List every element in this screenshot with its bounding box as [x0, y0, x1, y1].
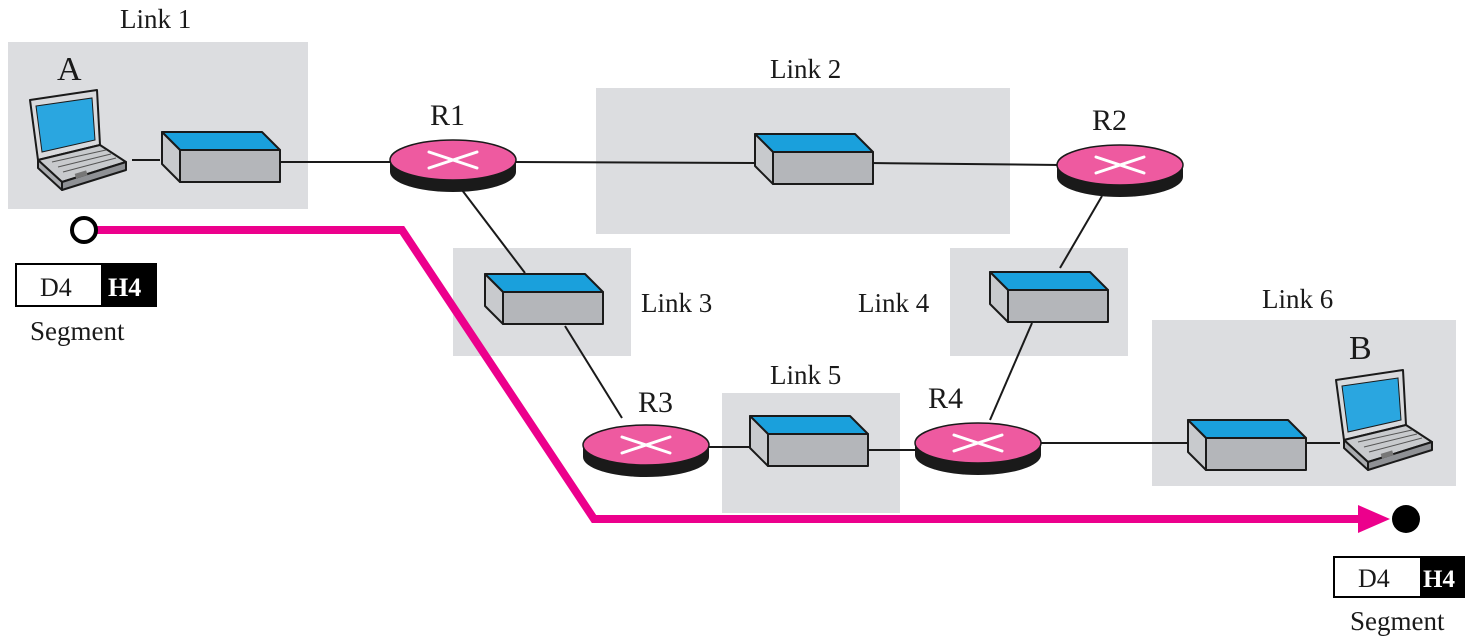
- link-6-label: Link 6: [1262, 284, 1333, 314]
- destination-endpoint: [1392, 505, 1420, 533]
- router-r1-label: R1: [430, 99, 465, 132]
- source-segment: D4 H4 Segment: [15, 263, 157, 346]
- host-a-label: A: [57, 51, 82, 88]
- link-2-label: Link 2: [770, 54, 841, 84]
- link-1-label: Link 1: [120, 4, 191, 34]
- link-6-switch-icon: [1187, 419, 1307, 471]
- link-2-switch-icon: [754, 133, 874, 185]
- path-arrowhead: [1358, 505, 1390, 533]
- router-r3-label: R3: [638, 386, 673, 419]
- source-segment-data: D4: [40, 273, 72, 302]
- router-r1-icon: [388, 138, 518, 194]
- host-b-label: B: [1349, 330, 1372, 367]
- source-segment-header: H4: [108, 273, 141, 302]
- router-r2-icon: [1055, 143, 1185, 199]
- destination-segment-caption: Segment: [1350, 606, 1445, 636]
- source-endpoint: [70, 216, 98, 244]
- link-4-switch-icon: [989, 271, 1109, 323]
- router-r3-icon: [581, 423, 711, 479]
- destination-segment-data: D4: [1358, 564, 1390, 593]
- destination-segment: D4 H4 Segment: [1333, 556, 1465, 636]
- link-5-label: Link 5: [770, 360, 841, 390]
- link-5-switch-icon: [749, 415, 869, 467]
- segment-path: [96, 226, 1362, 523]
- destination-segment-header: H4: [1423, 566, 1455, 593]
- link-1-switch-icon: [161, 131, 281, 183]
- router-r4-label: R4: [928, 382, 963, 415]
- link-3-label: Link 3: [641, 288, 712, 318]
- cables: [132, 159, 1340, 451]
- link-3-switch-icon: [484, 273, 604, 325]
- link-4-label: Link 4: [858, 288, 930, 318]
- source-segment-caption: Segment: [30, 316, 125, 346]
- router-r4-icon: [913, 421, 1043, 477]
- router-r2-label: R2: [1092, 104, 1127, 137]
